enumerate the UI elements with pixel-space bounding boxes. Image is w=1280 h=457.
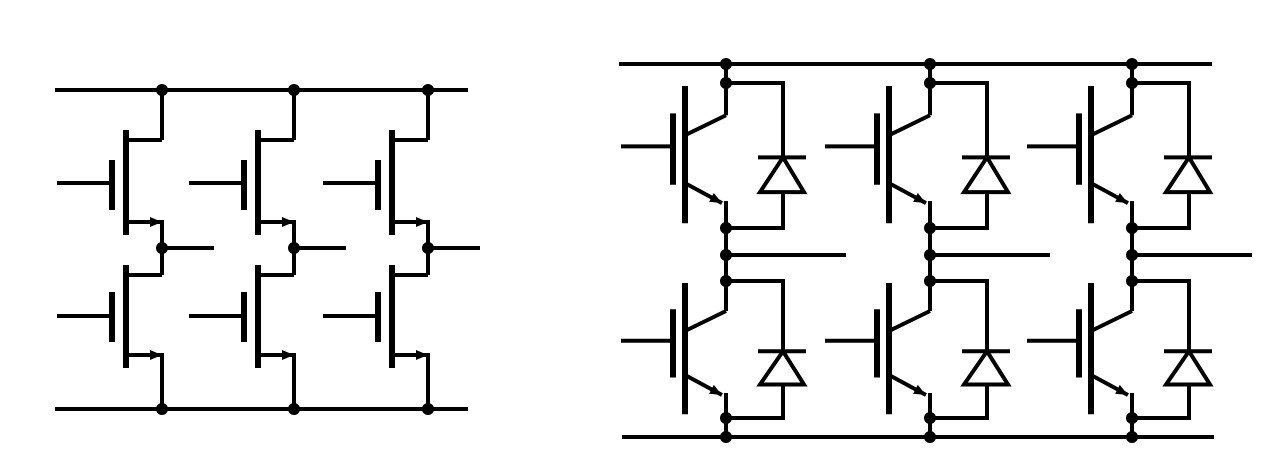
mosfet-bridge-diagram <box>55 84 480 415</box>
diode-anode-wire <box>930 384 989 420</box>
diode-cathode-wire <box>726 81 785 158</box>
diode-cathode-wire <box>1132 81 1191 158</box>
mosfet-leg-3 <box>323 84 480 415</box>
source-lead <box>126 220 164 248</box>
source-lead <box>258 220 296 248</box>
mosfet-leg-1 <box>57 84 214 415</box>
diode-triangle <box>960 347 1012 387</box>
rail-junction-dot <box>288 403 300 415</box>
emitter-arrow <box>709 384 722 395</box>
rail-junction-dot <box>156 403 168 415</box>
diode-triangle <box>960 153 1012 195</box>
diode-triangle <box>1162 347 1214 387</box>
rail-junction-dot <box>1126 58 1138 70</box>
diode-triangle <box>756 153 808 195</box>
rail-junction-dot <box>422 403 434 415</box>
source-arrow <box>282 350 294 360</box>
phase-node-dot <box>1126 249 1138 261</box>
emitter-arrow <box>1115 193 1128 204</box>
emitter-arrow <box>913 384 926 395</box>
source-lead <box>126 353 164 409</box>
rail-junction-dot <box>156 84 168 96</box>
collector-diagonal <box>888 113 931 138</box>
phase-node-dot <box>924 249 936 261</box>
collector-diagonal <box>1090 309 1133 333</box>
source-arrow <box>282 217 294 227</box>
source-arrow <box>416 350 428 360</box>
igbt-leg-2 <box>825 58 1050 443</box>
source-arrow <box>416 217 428 227</box>
rail-junction-dot <box>720 58 732 70</box>
diode-anode-wire <box>726 384 785 420</box>
source-arrow <box>150 217 162 227</box>
igbt-leg-3 <box>1027 58 1252 443</box>
rail-junction-dot <box>720 431 732 443</box>
diode-triangle <box>1162 153 1214 195</box>
phase-node-dot <box>720 249 732 261</box>
diode-cathode-wire <box>1132 279 1191 352</box>
diode-anode-wire <box>726 192 785 230</box>
source-lead <box>392 353 430 409</box>
rail-junction-dot <box>422 84 434 96</box>
igbt-bridge-diagram <box>619 58 1252 443</box>
collector-diagonal <box>888 309 931 333</box>
source-lead <box>258 353 296 409</box>
diode-anode-wire <box>1132 384 1191 420</box>
diode-cathode-wire <box>726 279 785 352</box>
collector-diagonal <box>684 113 727 138</box>
diode-anode-wire <box>1132 192 1191 230</box>
diode-cathode-wire <box>930 279 989 352</box>
collector-diagonal <box>684 309 727 333</box>
diode-cathode-wire <box>930 81 989 158</box>
emitter-arrow <box>913 193 926 204</box>
collector-diagonal <box>1090 113 1133 138</box>
emitter-arrow <box>709 193 722 204</box>
rail-junction-dot <box>924 431 936 443</box>
source-lead <box>392 220 430 248</box>
mosfet-leg-2 <box>189 84 346 415</box>
source-arrow <box>150 350 162 360</box>
igbt-leg-1 <box>621 58 846 443</box>
rail-junction-dot <box>1126 431 1138 443</box>
diode-triangle <box>756 347 808 387</box>
emitter-arrow <box>1115 384 1128 395</box>
rail-junction-dot <box>924 58 936 70</box>
rail-junction-dot <box>288 84 300 96</box>
diode-anode-wire <box>930 192 989 230</box>
